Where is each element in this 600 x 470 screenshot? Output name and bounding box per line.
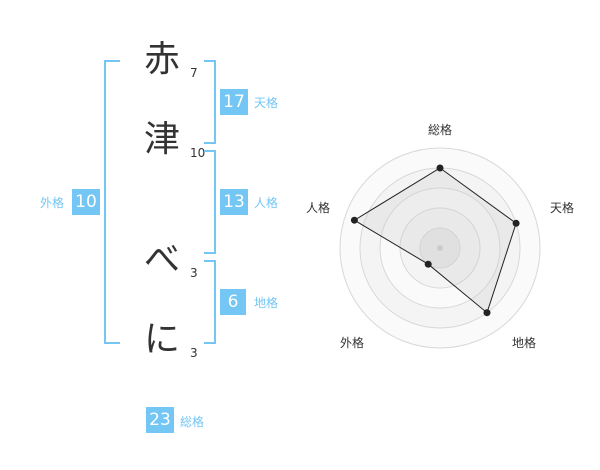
jinkaku-value: 13 — [220, 189, 248, 215]
gaikaku-bracket — [104, 60, 120, 344]
radar-label-soukaku: 総格 — [428, 123, 453, 137]
radar-point-2 — [512, 219, 520, 227]
radar-label-chikaku: 地格 — [512, 336, 537, 350]
name-char-2: 津 — [143, 119, 180, 160]
tenkaku-bracket — [204, 60, 216, 144]
soukaku-value: 23 — [146, 407, 174, 433]
radar-center-dot — [437, 245, 443, 251]
chikaku-value: 6 — [220, 289, 246, 315]
chikaku-label: 地格 — [254, 296, 279, 310]
stroke-count-3: 3 — [190, 266, 198, 280]
radar-point-5 — [350, 216, 358, 224]
soukaku-label: 総格 — [180, 415, 205, 429]
chikaku-bracket — [204, 260, 216, 344]
jinkaku-label: 人格 — [254, 196, 279, 210]
stroke-count-1: 7 — [190, 66, 198, 80]
name-char-1: 赤 — [143, 39, 180, 80]
tenkaku-label: 天格 — [254, 96, 279, 110]
radar-label-gaikaku: 外格 — [340, 336, 365, 350]
name-char-3: べ — [143, 239, 180, 280]
radar-point-1 — [436, 164, 444, 172]
radar-label-jinkaku: 人格 — [306, 201, 331, 215]
radar-point-4 — [424, 260, 432, 268]
radar-polygon — [353, 167, 517, 314]
gaikaku-label: 外格 — [40, 196, 65, 210]
stroke-count-4: 3 — [190, 346, 198, 360]
radar-point-3 — [483, 309, 491, 317]
name-char-4: に — [143, 319, 180, 360]
tenkaku-value: 17 — [220, 89, 248, 115]
jinkaku-bracket — [204, 150, 216, 254]
gaikaku-value: 10 — [72, 189, 100, 215]
stroke-count-2: 10 — [190, 146, 206, 160]
radar-label-tenkaku: 天格 — [550, 201, 575, 215]
